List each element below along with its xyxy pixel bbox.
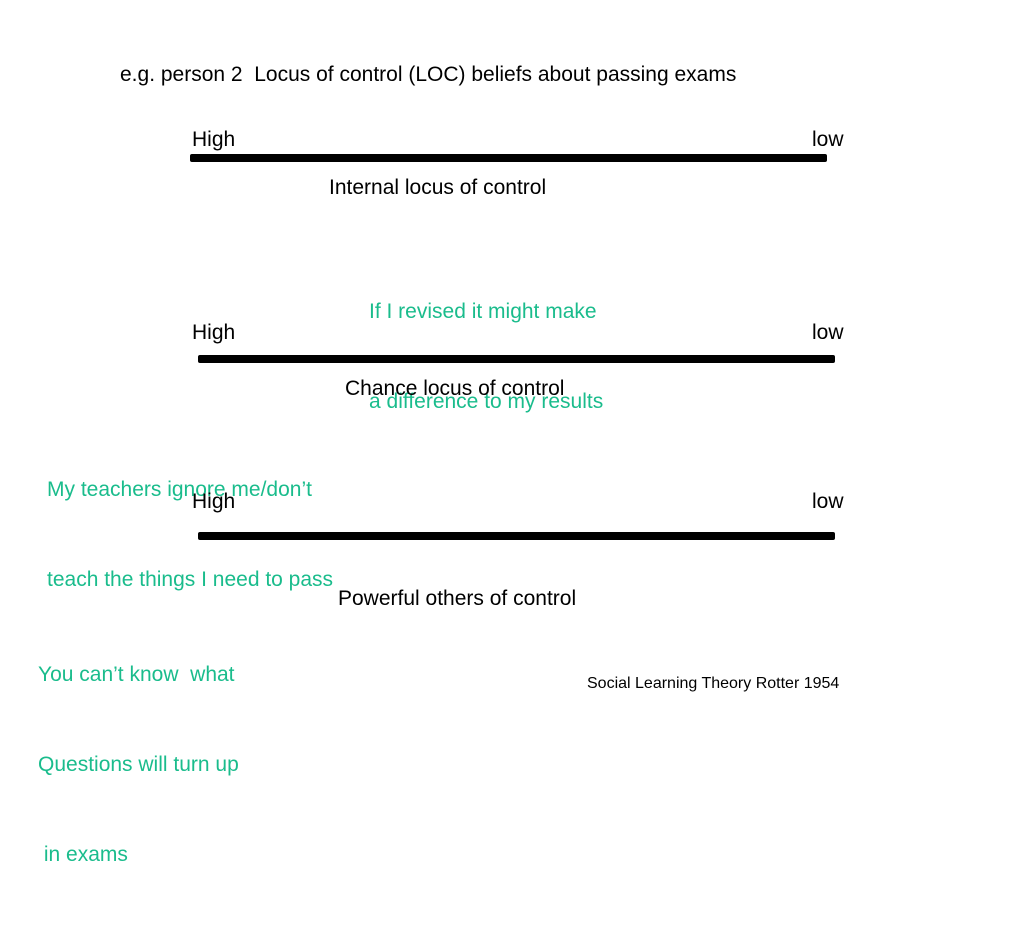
scale-internal-name: Internal locus of control [329,176,547,199]
scale-internal-bar [190,154,827,162]
note-powerful-others: You can’t know what Questions will turn … [38,600,239,930]
note-chance-line-1: My teachers ignore me/don’t [47,478,312,501]
citation: Social Learning Theory Rotter 1954 [587,675,840,692]
scale-chance-high-label: High [192,321,236,344]
note-internal: If I revised it might make a difference … [369,237,603,477]
scale-powerful-others-high-label: High [192,490,236,513]
scale-chance-bar [198,355,835,363]
scale-powerful-others-name: Powerful others of control [338,587,577,610]
diagram-title: e.g. person 2 Locus of control (LOC) bel… [120,63,737,86]
scale-powerful-others-low-label: low [812,490,844,513]
note-internal-line-2: a difference to my results [369,390,604,413]
scale-internal-high-label: High [192,128,236,151]
scale-chance-name: Chance locus of control [345,377,565,400]
scale-internal-low-label: low [812,128,844,151]
note-internal-line-1: If I revised it might make [369,300,597,323]
note-powerful-others-line-2: Questions will turn up [38,753,239,776]
note-chance: My teachers ignore me/don’t teach the th… [47,415,333,655]
note-powerful-others-line-1: You can’t know what [38,663,235,686]
note-chance-line-2: teach the things I need to pass [47,568,334,591]
note-powerful-others-line-3: in exams [38,843,128,866]
scale-chance-low-label: low [812,321,844,344]
scale-powerful-others-bar [198,532,835,540]
